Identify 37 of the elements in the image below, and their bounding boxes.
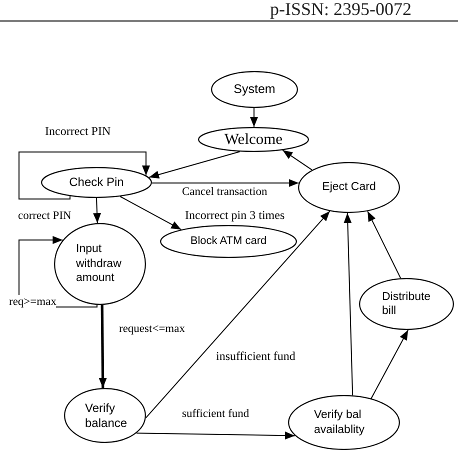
- state-label: Eject Card: [322, 180, 376, 195]
- state-ellipse: [359, 278, 454, 330]
- state-label: Input withdraw amount: [76, 242, 122, 286]
- state-ellipse: [41, 167, 152, 198]
- state-label: Block ATM card: [190, 234, 267, 248]
- arrow: [145, 210, 330, 418]
- arrow: [136, 432, 296, 440]
- state-ellipse: [211, 71, 298, 108]
- arrow: [98, 304, 107, 388]
- state-label: Verify balance: [85, 400, 128, 430]
- state-ellipse: [288, 395, 400, 450]
- arrow: [250, 108, 258, 128]
- header-text: p-ISSN: 2395-0072: [270, 0, 412, 19]
- state-ellipse: [160, 225, 297, 258]
- edge-label: correct PIN: [18, 209, 72, 223]
- edge-label: request<=max: [119, 322, 185, 336]
- state-label: Check Pin: [69, 175, 124, 190]
- edge-label: Incorrect pin 3 times: [185, 208, 285, 222]
- arrow: [344, 212, 354, 396]
- arrow: [152, 179, 300, 187]
- edge-label: insufficient fund: [216, 349, 296, 363]
- state-label: Distribute bill: [382, 290, 432, 318]
- edge-label: req>=max: [9, 295, 56, 309]
- edge-label: sufficient fund: [182, 407, 250, 421]
- state-label: Welcome: [224, 130, 283, 150]
- edge-label: Cancel transaction: [182, 185, 268, 199]
- arrow: [120, 196, 182, 230]
- state-circle: [64, 388, 146, 443]
- arrow: [370, 330, 409, 399]
- state-label: Verify bal availablity: [314, 408, 366, 437]
- arrow: [93, 198, 102, 224]
- state-ellipse: [198, 127, 309, 152]
- arrow: [282, 150, 312, 170]
- state-label: System: [234, 82, 276, 98]
- state-ellipse: [298, 162, 400, 213]
- arrow: [148, 151, 240, 179]
- arrow: [367, 210, 402, 279]
